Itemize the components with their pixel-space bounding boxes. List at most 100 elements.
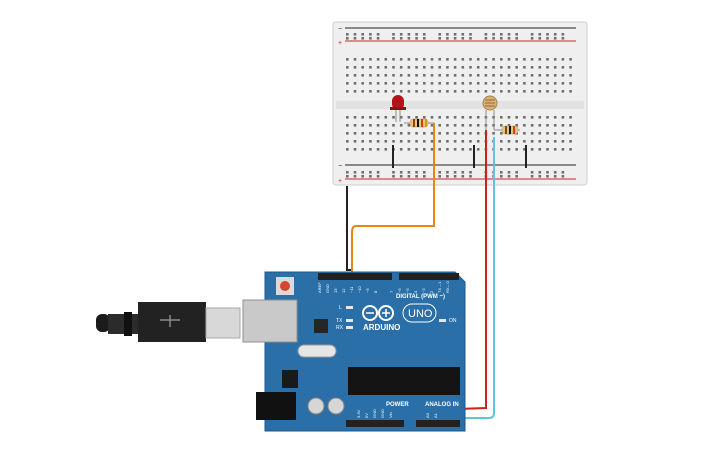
breadboard-hole[interactable]	[500, 148, 503, 151]
breadboard-hole[interactable]	[530, 171, 534, 174]
breadboard-hole[interactable]	[446, 74, 449, 77]
breadboard-hole[interactable]	[500, 90, 503, 93]
breadboard-hole[interactable]	[361, 148, 364, 151]
breadboard-hole[interactable]	[346, 124, 349, 127]
led-icon[interactable]	[390, 95, 406, 122]
breadboard-hole[interactable]	[484, 66, 488, 69]
breadboard-hole[interactable]	[415, 58, 418, 61]
breadboard-hole[interactable]	[461, 74, 465, 77]
breadboard-hole[interactable]	[561, 175, 565, 178]
breadboard-hole[interactable]	[430, 58, 434, 61]
breadboard-hole[interactable]	[561, 171, 565, 174]
breadboard-hole[interactable]	[407, 90, 411, 93]
breadboard-hole[interactable]	[361, 37, 364, 40]
breadboard-hole[interactable]	[569, 116, 572, 119]
breadboard-hole[interactable]	[353, 124, 357, 127]
breadboard-hole[interactable]	[361, 116, 364, 119]
breadboard-hole[interactable]	[515, 140, 518, 143]
breadboard-hole[interactable]	[446, 37, 449, 40]
breadboard-hole[interactable]	[569, 74, 572, 77]
breadboard-hole[interactable]	[438, 90, 441, 93]
breadboard-hole[interactable]	[500, 124, 503, 127]
breadboard-hole[interactable]	[353, 140, 357, 143]
breadboard-hole[interactable]	[530, 148, 534, 151]
breadboard-hole[interactable]	[453, 82, 457, 85]
breadboard-hole[interactable]	[492, 74, 495, 77]
breadboard-hole[interactable]	[415, 140, 418, 143]
breadboard-hole[interactable]	[515, 148, 518, 151]
breadboard-hole[interactable]	[376, 116, 380, 119]
breadboard-hole[interactable]	[569, 58, 572, 61]
breadboard-hole[interactable]	[353, 33, 357, 36]
breadboard-hole[interactable]	[469, 33, 472, 36]
breadboard-hole[interactable]	[461, 171, 465, 174]
breadboard-hole[interactable]	[361, 74, 364, 77]
breadboard-hole[interactable]	[515, 116, 518, 119]
breadboard-hole[interactable]	[500, 74, 503, 77]
breadboard-hole[interactable]	[446, 116, 449, 119]
wire-a0[interactable]	[432, 137, 495, 426]
breadboard-hole[interactable]	[376, 124, 380, 127]
breadboard-hole[interactable]	[523, 132, 526, 135]
breadboard-hole[interactable]	[369, 74, 372, 77]
breadboard-hole[interactable]	[523, 124, 526, 127]
breadboard-hole[interactable]	[453, 58, 457, 61]
usb-cable-icon[interactable]	[96, 302, 241, 342]
breadboard-hole[interactable]	[446, 124, 449, 127]
breadboard-hole[interactable]	[500, 171, 503, 174]
breadboard-hole[interactable]	[392, 33, 395, 36]
breadboard-hole[interactable]	[407, 74, 411, 77]
breadboard-hole[interactable]	[484, 33, 488, 36]
breadboard-hole[interactable]	[546, 175, 549, 178]
breadboard-hole[interactable]	[346, 132, 349, 135]
breadboard-hole[interactable]	[469, 66, 472, 69]
breadboard-hole[interactable]	[538, 116, 542, 119]
breadboard-hole[interactable]	[369, 140, 372, 143]
breadboard-hole[interactable]	[438, 37, 441, 40]
breadboard-hole[interactable]	[346, 140, 349, 143]
breadboard-hole[interactable]	[423, 140, 426, 143]
breadboard-hole[interactable]	[423, 171, 426, 174]
breadboard-hole[interactable]	[369, 33, 372, 36]
breadboard-hole[interactable]	[561, 58, 565, 61]
breadboard-hole[interactable]	[453, 175, 457, 178]
breadboard-hole[interactable]	[461, 148, 465, 151]
breadboard-hole[interactable]	[415, 37, 418, 40]
breadboard-hole[interactable]	[546, 33, 549, 36]
breadboard-hole[interactable]	[361, 140, 364, 143]
breadboard-hole[interactable]	[353, 132, 357, 135]
breadboard-hole[interactable]	[399, 124, 403, 127]
breadboard-hole[interactable]	[407, 58, 411, 61]
breadboard-hole[interactable]	[399, 66, 403, 69]
breadboard-hole[interactable]	[507, 74, 511, 77]
breadboard-hole[interactable]	[376, 175, 380, 178]
breadboard-hole[interactable]	[546, 116, 549, 119]
breadboard-hole[interactable]	[346, 33, 349, 36]
breadboard-hole[interactable]	[407, 171, 411, 174]
breadboard-hole[interactable]	[500, 82, 503, 85]
breadboard-hole[interactable]	[476, 116, 480, 119]
breadboard-hole[interactable]	[507, 140, 511, 143]
breadboard-hole[interactable]	[415, 33, 418, 36]
breadboard-hole[interactable]	[392, 132, 395, 135]
breadboard-hole[interactable]	[346, 66, 349, 69]
breadboard-hole[interactable]	[553, 33, 557, 36]
breadboard-hole[interactable]	[446, 58, 449, 61]
breadboard-hole[interactable]	[530, 33, 534, 36]
breadboard-hole[interactable]	[446, 33, 449, 36]
breadboard-hole[interactable]	[415, 82, 418, 85]
breadboard-hole[interactable]	[538, 132, 542, 135]
breadboard-hole[interactable]	[515, 58, 518, 61]
breadboard-hole[interactable]	[430, 90, 434, 93]
breadboard-hole[interactable]	[476, 90, 480, 93]
breadboard-hole[interactable]	[376, 37, 380, 40]
breadboard-hole[interactable]	[523, 148, 526, 151]
breadboard-hole[interactable]	[538, 175, 542, 178]
breadboard-hole[interactable]	[546, 90, 549, 93]
breadboard-hole[interactable]	[461, 132, 465, 135]
breadboard-hole[interactable]	[353, 74, 357, 77]
breadboard-hole[interactable]	[376, 140, 380, 143]
breadboard-hole[interactable]	[461, 124, 465, 127]
breadboard-hole[interactable]	[369, 148, 372, 151]
breadboard-hole[interactable]	[453, 132, 457, 135]
